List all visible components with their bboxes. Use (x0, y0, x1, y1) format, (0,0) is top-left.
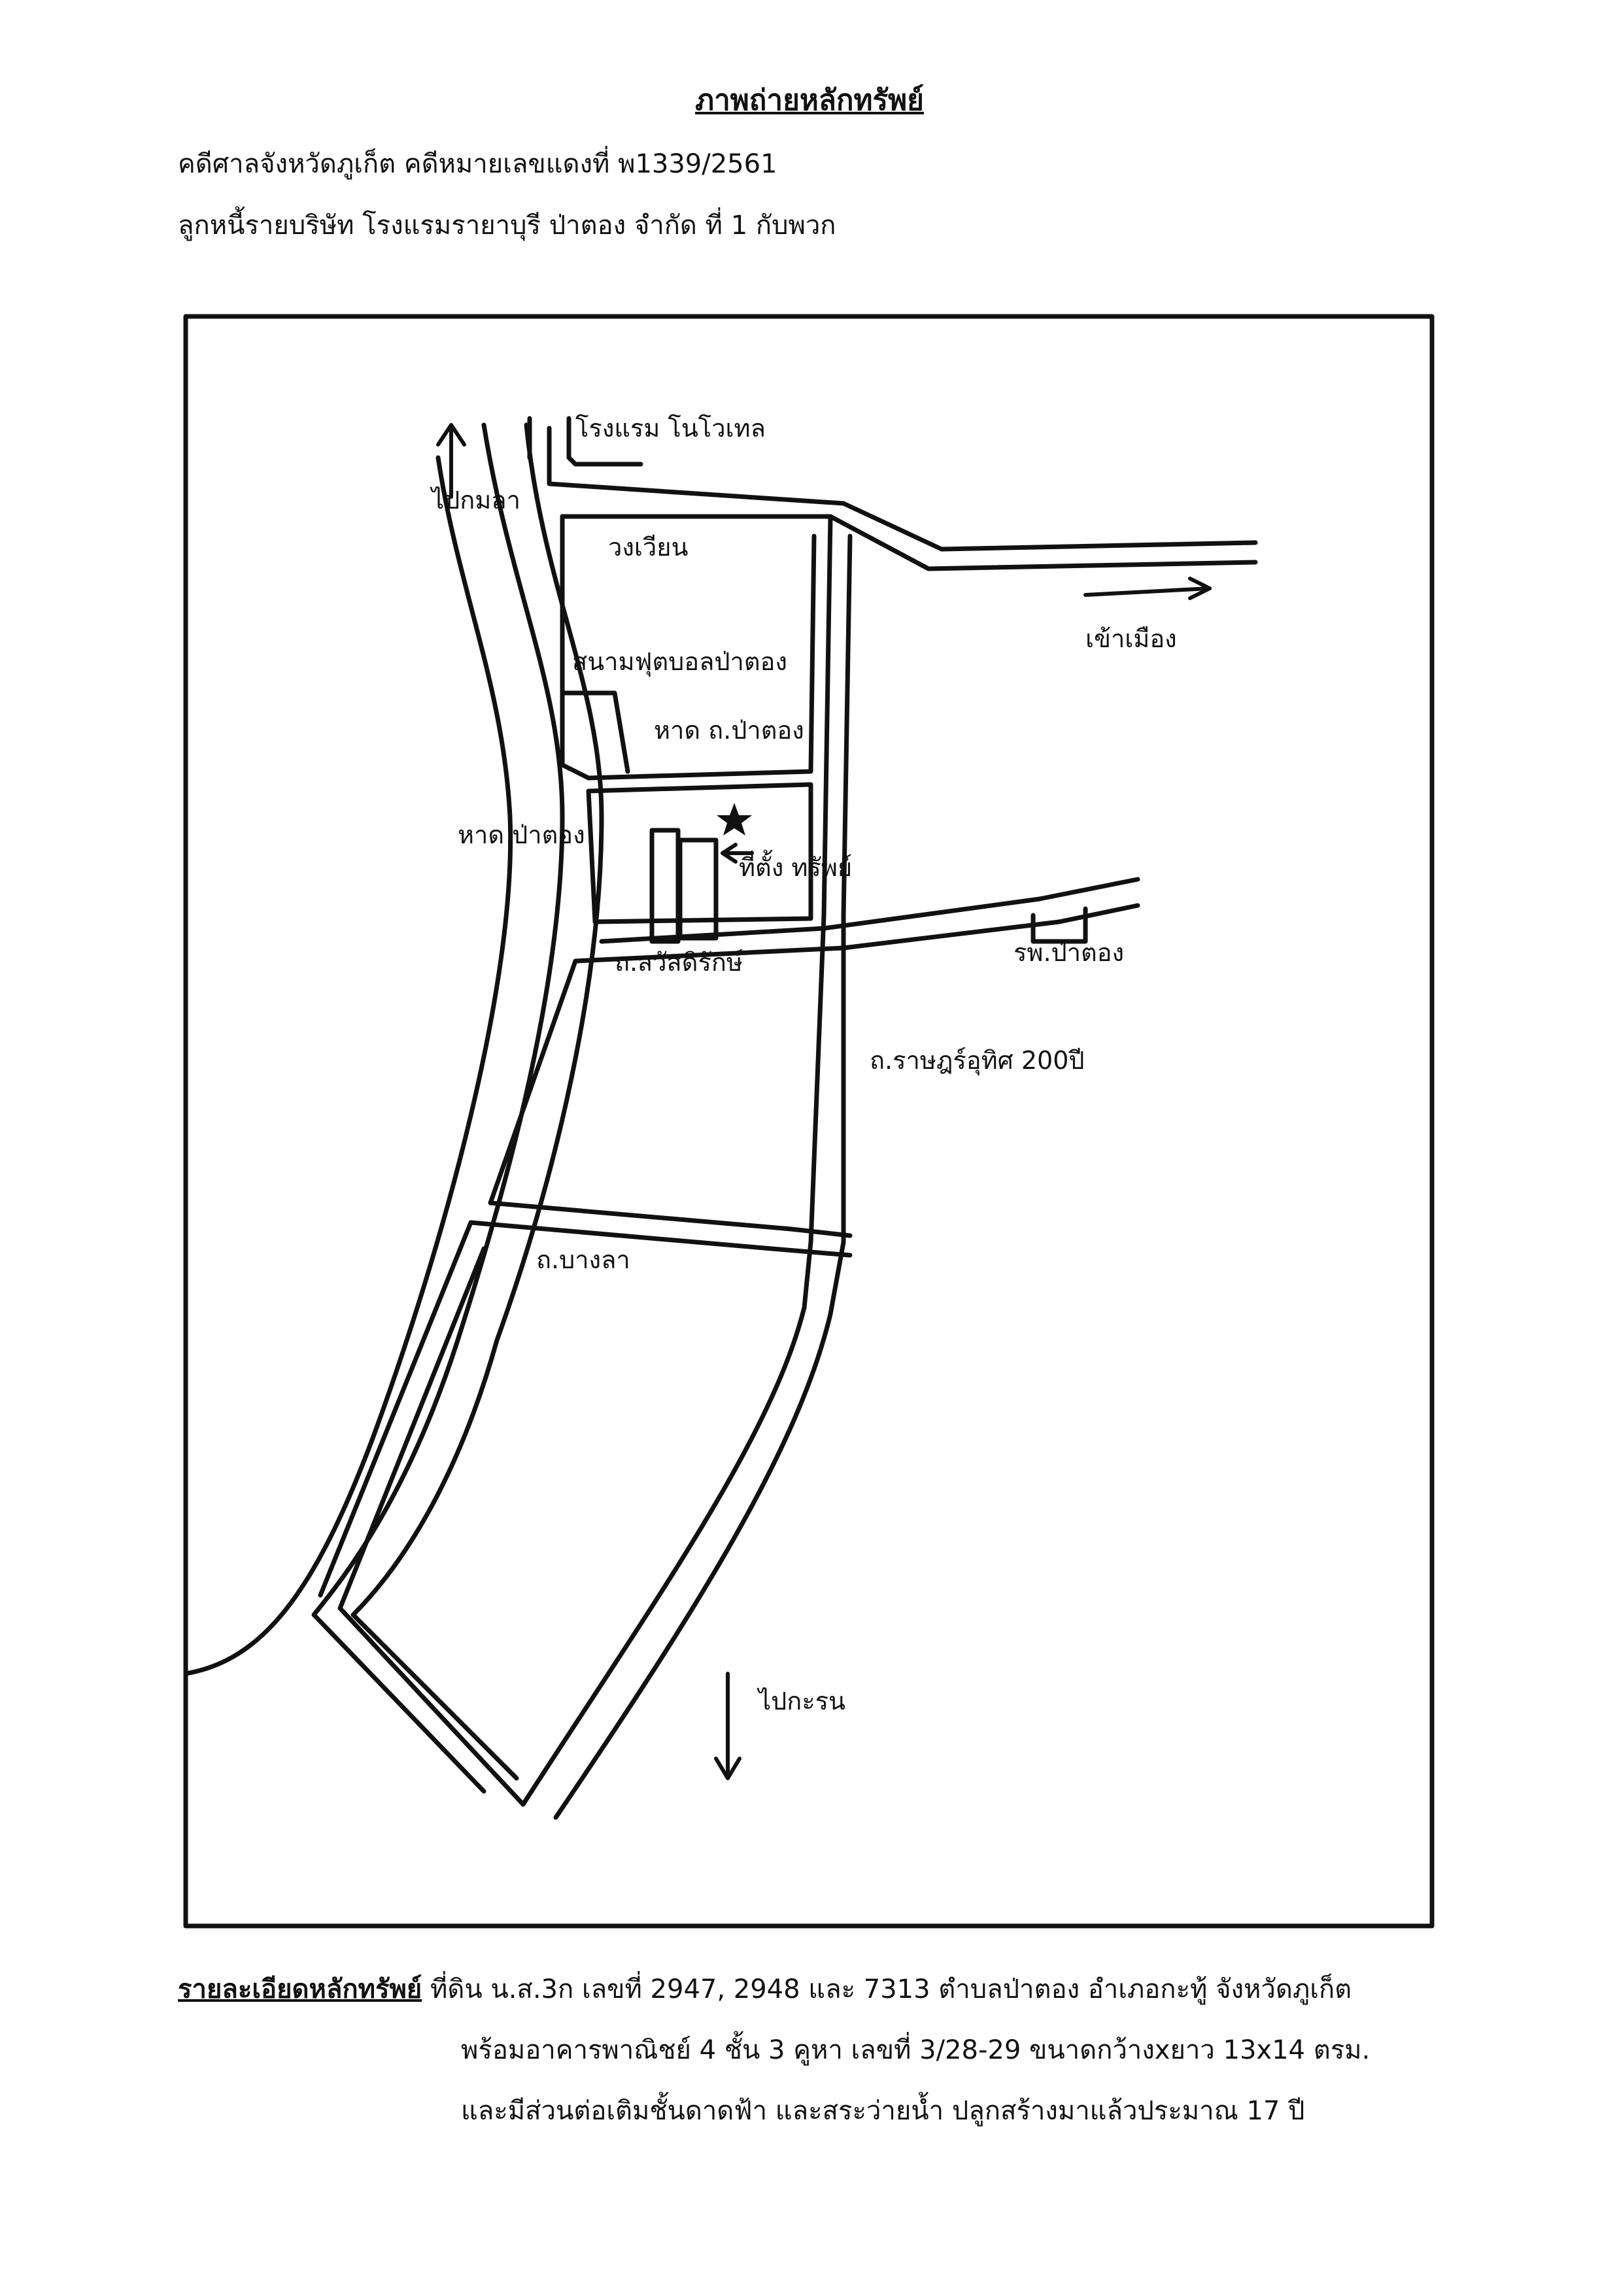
sawatdirak-road-label: ถ.สวัสดิรักษ์ (615, 948, 743, 977)
to-karon-label: ไปกะรน (757, 1687, 845, 1715)
patong-hospital-label: รพ.ป่าตอง (1014, 938, 1124, 967)
hospital-building (1031, 906, 1088, 944)
to-muang-label: เข้าเมือง (1085, 624, 1177, 653)
property-details-line-1: รายละเอียดหลักทรัพย์ ที่ดิน น.ส.3ก เลขที… (178, 1968, 1352, 2010)
north-arrow-icon (436, 423, 466, 499)
bangla-road-label: ถ.บางลา (536, 1245, 630, 1274)
east-arrow-icon (1083, 577, 1212, 600)
patong-beach-road-label: หาด ถ.ป่าตอง (654, 716, 804, 745)
property-details-line-3: และมีส่วนต่อเติมชั้นดาดฟ้า และสระว่ายน้ำ… (461, 2096, 1305, 2126)
star-icon (717, 803, 752, 836)
property-building (649, 828, 681, 944)
property-details-line-2: พร้อมอาคารพาณิชย์ 4 ชั้น 3 คูหา เลขที่ 3… (461, 2035, 1371, 2065)
roundabout-label: วงเวียน (608, 533, 688, 562)
patong-beach-label: หาด ป่าตอง (458, 820, 585, 849)
football-field (560, 690, 630, 774)
page-title: ภาพถ่ายหลักทรัพย์ (695, 84, 924, 117)
sawatdirak-road (599, 877, 1140, 944)
map-border (183, 314, 1435, 1929)
property-details-label: รายละเอียดหลักทรัพย์ (178, 1974, 422, 2004)
novotel-label: โรงแรม โนโวเทล (575, 414, 766, 443)
beach-road (311, 422, 565, 1794)
rat-u-thit-road (520, 514, 833, 1807)
to-kamala-label: ไปกมลา (430, 486, 520, 515)
debtor-line: ลูกหนี้รายบริษัท โรงแรมรายาบุรี ป่าตอง จ… (178, 211, 836, 241)
rat-u-thit-road-label: ถ.ราษฎร์อุทิศ 200ปี (870, 1046, 1085, 1075)
property-block (586, 782, 813, 924)
south-arrow-icon (714, 1672, 741, 1780)
novotel-building (566, 416, 643, 467)
case-number-line: คดีศาลจังหวัดภูเก็ต คดีหมายเลขแดงที่ พ13… (178, 149, 777, 179)
property-details-text-1: ที่ดิน น.ส.3ก เลขที่ 2947, 2948 และ 7313… (430, 1974, 1352, 2004)
coastline (183, 455, 513, 1676)
football-field-label: สนามฟุตบอลป่าตอง (572, 647, 787, 677)
map-labels: โรงแรม โนโวเทล ไปกมลา วงเวียน เข้าเมือง … (430, 414, 1177, 1715)
property-location-label: ที่ตั้ง ทรัพย์ (739, 849, 852, 882)
bangla-road (318, 1220, 473, 1598)
property-pointer-arrow (721, 843, 754, 864)
